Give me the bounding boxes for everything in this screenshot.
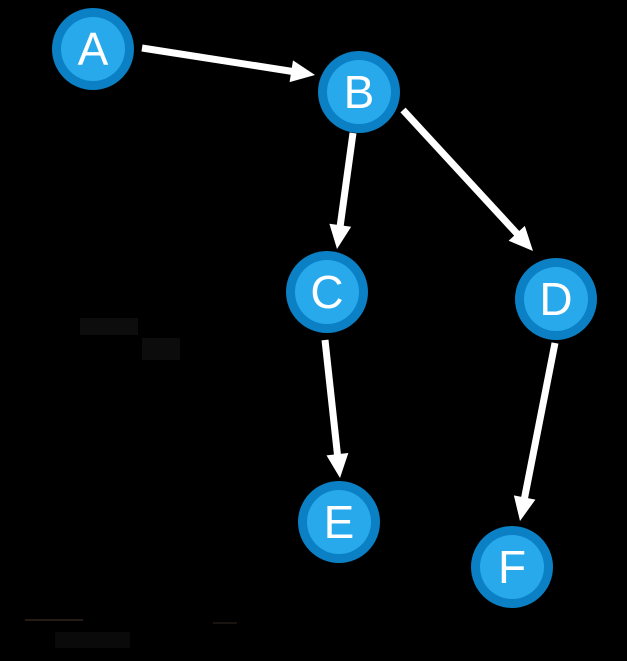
arrowhead-icon <box>289 60 315 83</box>
node-B[interactable]: B <box>318 51 400 133</box>
edge-line <box>321 339 342 458</box>
edge-B-D <box>400 107 533 251</box>
arrowhead-icon <box>513 495 536 521</box>
edge-B-C <box>329 132 357 249</box>
edge-line <box>400 107 522 238</box>
node-C[interactable]: C <box>286 251 368 333</box>
edge-line <box>520 342 559 502</box>
node-E[interactable]: E <box>298 481 380 563</box>
arrowhead-icon <box>508 225 533 251</box>
edge-C-E <box>321 339 349 478</box>
node-body <box>307 490 371 554</box>
node-F[interactable]: F <box>471 526 553 608</box>
edge-D-F <box>513 342 559 521</box>
node-body <box>295 260 359 324</box>
edge-line <box>336 132 357 229</box>
arrowhead-icon <box>326 452 349 478</box>
node-body <box>327 60 391 124</box>
edge-A-B <box>141 44 315 83</box>
node-body <box>524 267 588 331</box>
edge-line <box>141 44 295 76</box>
node-body <box>61 17 125 81</box>
arrowhead-icon <box>329 223 352 249</box>
node-A[interactable]: A <box>52 8 134 90</box>
node-D[interactable]: D <box>515 258 597 340</box>
node-body <box>480 535 544 599</box>
